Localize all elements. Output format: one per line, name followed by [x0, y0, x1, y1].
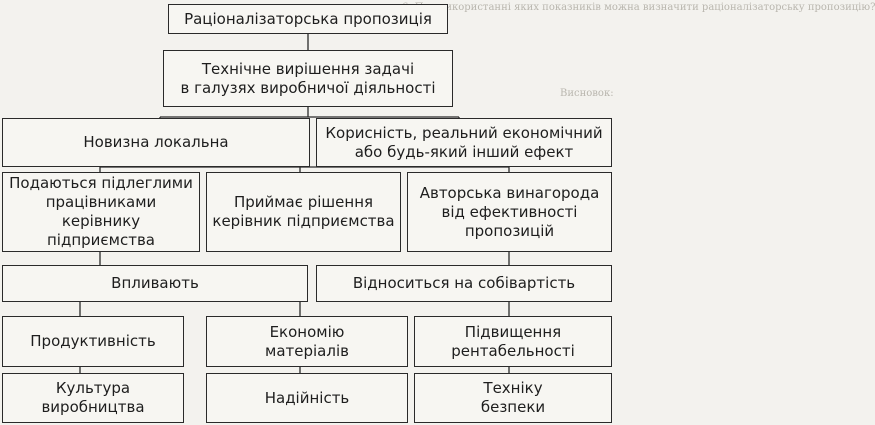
node-safety-engineering: Техніку безпеки — [414, 373, 612, 423]
node-cost-attribution: Відноситься на собівартість — [316, 265, 612, 302]
node-reliability: Надійність — [206, 373, 408, 423]
node-author-reward: Авторська винагорода від ефективності пр… — [407, 172, 612, 252]
background-question-text: 6. При використанні яких показників можн… — [402, 2, 875, 13]
node-submitted-by-subordinates: Подаються підлеглими працівниками керівн… — [2, 172, 200, 252]
node-material-savings: Економію матеріалів — [206, 316, 408, 367]
node-technical-solution: Технічне вирішення задачі в галузях виро… — [163, 50, 453, 107]
node-influence: Впливають — [2, 265, 308, 302]
background-conclusion-text: Висновок: — [560, 88, 614, 99]
node-productivity: Продуктивність — [2, 316, 184, 367]
node-head-decides: Приймає рішення керівник підприємства — [206, 172, 401, 252]
node-usefulness-effect: Корисність, реальний економічний або буд… — [316, 118, 612, 167]
node-profitability-increase: Підвищення рентабельності — [414, 316, 612, 367]
node-local-novelty: Новизна локальна — [2, 118, 310, 167]
node-rationalization-proposal: Раціоналізаторська пропозиція — [168, 4, 448, 34]
node-production-culture: Культура виробництва — [2, 373, 184, 423]
connector-lines — [79, 34, 510, 373]
